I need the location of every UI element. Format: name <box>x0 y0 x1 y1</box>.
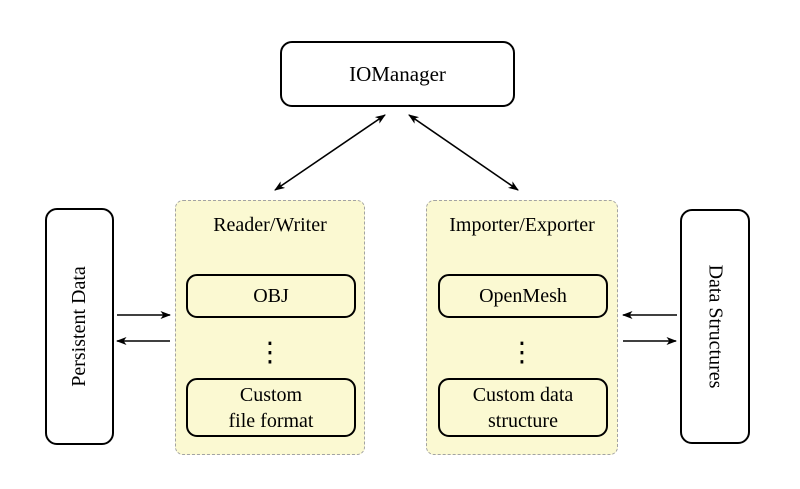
node-obj-label: OBJ <box>253 285 289 307</box>
vertical-dots-reader-writer: ⋮ <box>256 336 284 368</box>
node-data-structures: Data Structures <box>680 209 750 444</box>
node-openmesh: OpenMesh <box>438 274 608 318</box>
node-custom-data-structure-line1: Custom data <box>472 383 574 406</box>
node-data-structures-label: Data Structures <box>704 264 727 389</box>
arrow-iomanager-reader-writer <box>274 114 386 191</box>
node-custom-file-format: Custom file format <box>186 378 356 437</box>
node-persistent-data: Persistent Data <box>45 208 114 445</box>
node-custom-data-structure-line2: structure <box>488 409 558 432</box>
node-custom-file-format-line1: Custom <box>239 383 303 406</box>
node-custom-data-structure: Custom data structure <box>438 378 608 437</box>
vertical-dots-importer-exporter: ⋮ <box>508 336 536 368</box>
node-custom-file-format-line2: file format <box>228 409 314 432</box>
node-iomanager: IOManager <box>280 41 515 107</box>
node-iomanager-label: IOManager <box>349 61 446 86</box>
arrow-iomanager-importer-exporter <box>408 114 519 191</box>
panel-importer-exporter-title: Importer/Exporter <box>449 214 595 236</box>
panel-reader-writer-title: Reader/Writer <box>213 214 327 236</box>
node-openmesh-label: OpenMesh <box>479 285 567 307</box>
panel-reader-writer: Reader/Writer OBJ ⋮ Custom file format <box>175 200 365 455</box>
node-persistent-data-label: Persistent Data <box>68 266 90 387</box>
panel-importer-exporter: Importer/Exporter OpenMesh ⋮ Custom data… <box>426 200 618 455</box>
node-obj: OBJ <box>186 274 356 318</box>
